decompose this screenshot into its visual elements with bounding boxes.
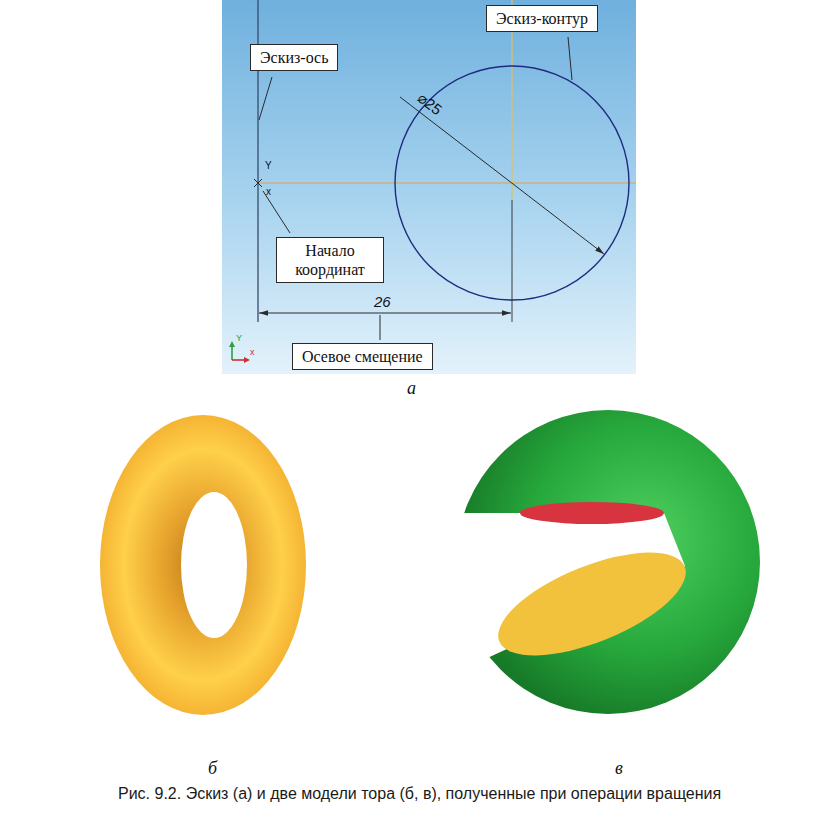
offset-value: 26 — [374, 293, 391, 310]
diameter-dimension — [400, 97, 604, 254]
leader-line — [380, 315, 381, 340]
offset-dimension — [259, 313, 511, 314]
construction-line — [258, 182, 636, 183]
origin-callout: Начало координат — [276, 237, 384, 283]
axis-name: x — [266, 186, 271, 198]
callout-text: Эскиз-ось — [260, 48, 328, 67]
figure-letter: б — [208, 758, 217, 779]
leader-line — [259, 77, 272, 120]
leader-line — [568, 37, 572, 80]
sketch-axis-callout: Эскиз-ось — [250, 44, 338, 71]
y-axis-icon — [229, 341, 235, 347]
leader-line — [263, 191, 290, 233]
callout-text: Начало координат — [286, 241, 374, 279]
origin-mark — [254, 179, 262, 187]
figure-letter: а — [407, 378, 416, 399]
callout-text: Осевое смещение — [302, 347, 423, 366]
torus-hole — [181, 492, 247, 638]
sketch-background — [222, 0, 636, 374]
figure-caption: Рис. 9.2. Эскиз (а) и две модели тора (б… — [118, 784, 818, 805]
figure-letter: в — [615, 758, 623, 779]
sketch-contour-callout: Эскиз-контур — [486, 5, 598, 32]
axis-name: Y — [265, 160, 272, 172]
section-face — [485, 531, 699, 676]
section-face — [520, 502, 664, 524]
extension-line — [512, 200, 513, 322]
axis-icon-label: x — [250, 347, 255, 357]
callout-text: Эскиз-контур — [496, 9, 588, 28]
torus-model — [100, 415, 306, 715]
axial-offset-callout: Осевое смещение — [292, 343, 433, 370]
axis-icon-label: Y — [236, 333, 242, 343]
x-axis-icon — [244, 357, 250, 363]
